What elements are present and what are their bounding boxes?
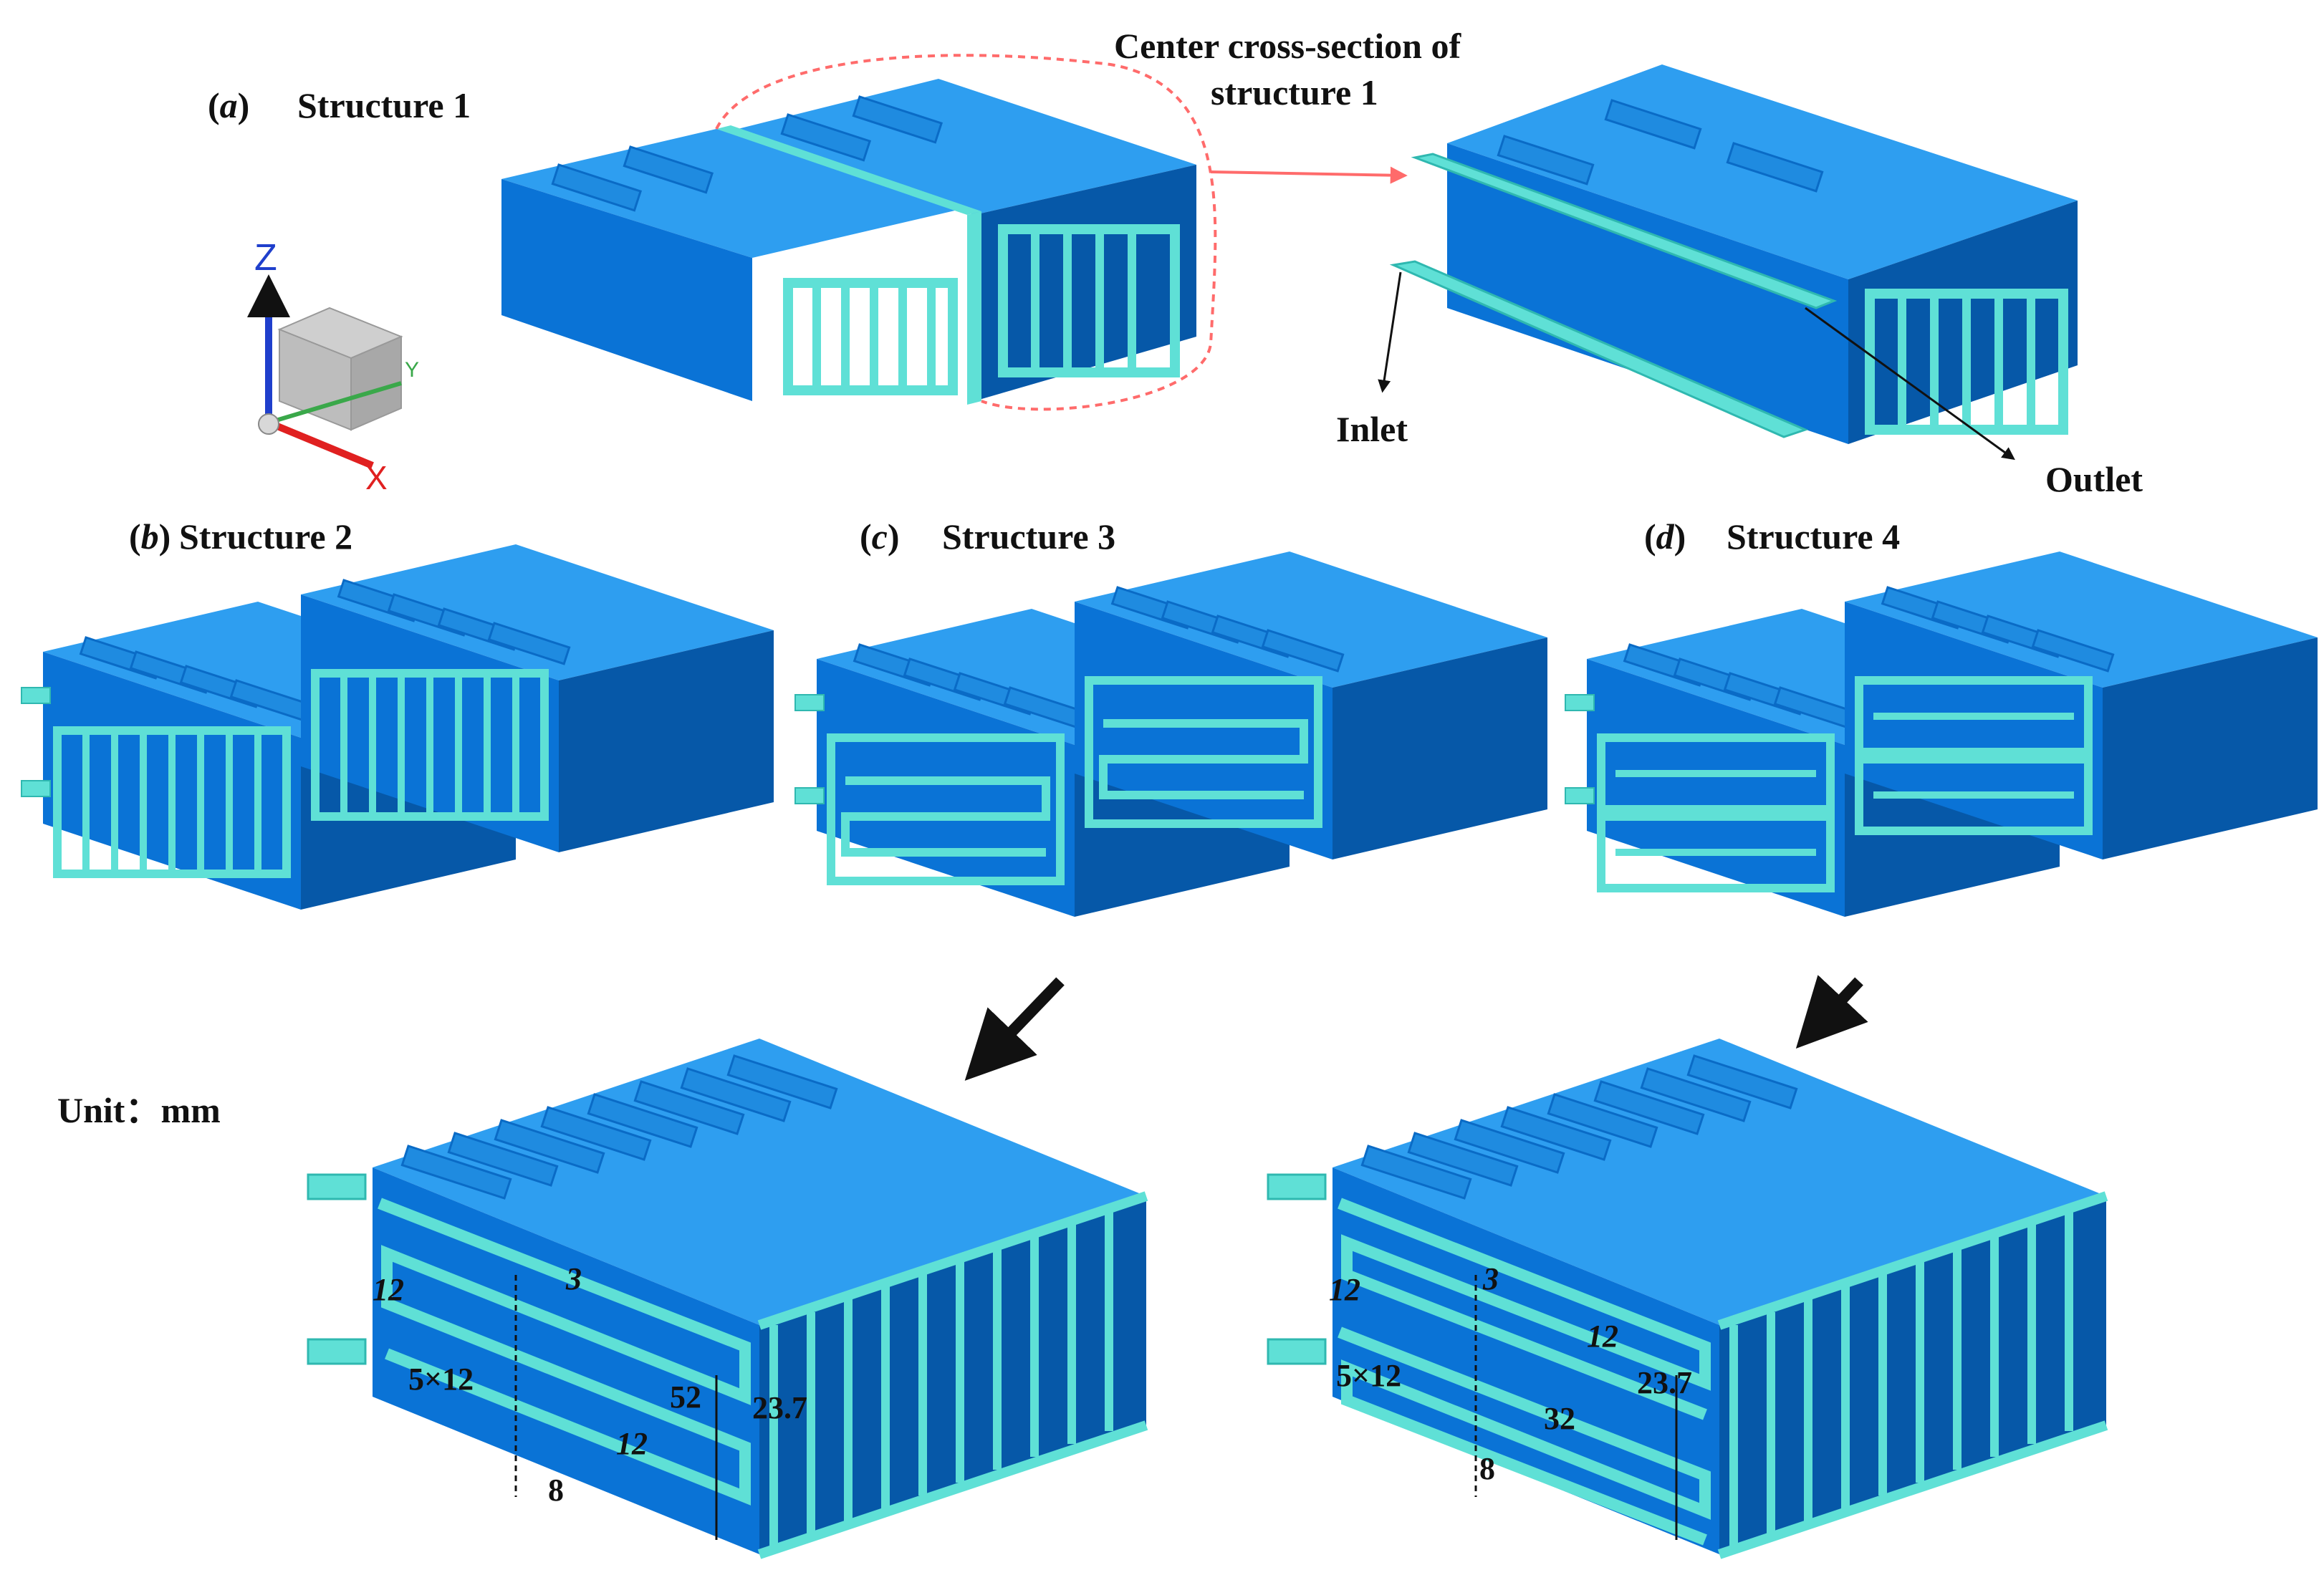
dim-d-6: 32 xyxy=(1544,1401,1575,1436)
unit-label: Unit：mm xyxy=(57,1090,221,1130)
panel-b-label: (b) xyxy=(129,516,171,557)
dim-c-6: 23.7 xyxy=(752,1390,807,1425)
dim-d-3: 12 xyxy=(1587,1319,1618,1354)
dim-d-5: 23.7 xyxy=(1637,1365,1692,1400)
panel-c-label: (c) xyxy=(860,516,900,557)
dim-c-7: 8 xyxy=(548,1473,564,1508)
axis-triad xyxy=(247,274,403,469)
dim-d-2: 3 xyxy=(1483,1261,1499,1296)
dim-d-1: 12 xyxy=(1329,1272,1360,1307)
panel-b-title: Structure 2 xyxy=(179,516,353,557)
dim-c-3: 5×12 xyxy=(408,1362,474,1397)
structure-4-module xyxy=(1565,552,2318,917)
axis-y-label: Y xyxy=(405,358,420,382)
cross-section-title-line2: structure 1 xyxy=(1211,72,1378,112)
dim-d-4: 5×12 xyxy=(1336,1358,1402,1393)
structure-2-module xyxy=(21,544,774,910)
dim-d-7: 8 xyxy=(1479,1451,1495,1486)
outlet-label: Outlet xyxy=(2045,459,2143,499)
axis-x-label: X xyxy=(365,459,388,496)
structure-3-module xyxy=(794,552,1547,917)
panel-a-title: Structure 1 xyxy=(297,85,471,125)
panel-d-title: Structure 4 xyxy=(1727,516,1901,557)
dim-c-2: 3 xyxy=(566,1261,582,1296)
structure-4-detail xyxy=(1267,1039,2108,1559)
structure-3-detail xyxy=(307,1039,1148,1559)
dim-c-5: 12 xyxy=(616,1426,648,1461)
arrow-to-detail-c xyxy=(964,977,1065,1081)
axis-z-label: Z xyxy=(254,237,277,279)
arrow-to-detail-d xyxy=(1795,975,1868,1049)
panel-a-label: (a) xyxy=(208,85,250,125)
dim-c-1: 12 xyxy=(373,1272,404,1307)
cross-section-title-line1: Center cross-section of xyxy=(1114,26,1461,66)
cross-section-module xyxy=(1378,64,2078,461)
dim-c-4: 52 xyxy=(670,1379,701,1415)
structure-1-module xyxy=(501,54,1408,411)
panel-c-title: Structure 3 xyxy=(942,516,1116,557)
inlet-label: Inlet xyxy=(1336,409,1408,449)
panel-d-label: (d) xyxy=(1644,516,1686,557)
